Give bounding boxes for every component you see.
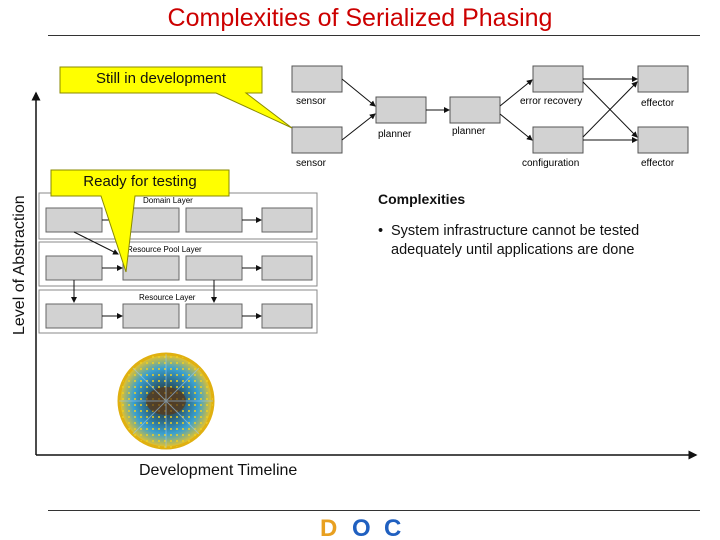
effector-box-2: [637, 126, 689, 154]
planner-label-2: planner: [452, 126, 486, 137]
sensor-label-1: sensor: [296, 96, 327, 107]
ready-for-testing-text: Ready for testing: [83, 173, 197, 190]
arrow: [73, 231, 119, 255]
bottom-rule: [48, 510, 700, 511]
layer-box: [122, 255, 180, 281]
arrow: [341, 113, 376, 141]
layer-box: [261, 207, 313, 233]
layer-box: [45, 303, 103, 329]
ready-for-testing-callout: [50, 169, 230, 273]
still-in-development-text: Still in development: [95, 70, 227, 87]
planner-label-1: planner: [378, 129, 412, 140]
domain-layer-label: Domain Layer: [143, 196, 193, 205]
effector-box-1: [637, 65, 689, 93]
slide-title: Complexities of Serialized Phasing: [167, 4, 553, 32]
error-recovery-label: error recovery: [520, 96, 582, 107]
doc-logo: D O C: [320, 515, 401, 540]
y-axis-label: Level of Abstraction: [11, 195, 28, 335]
layer-stack: Domain Layer Resource Pool Layer Resourc…: [38, 192, 318, 334]
planner-box-1: [375, 96, 427, 124]
arrow: [341, 78, 376, 107]
configuration-label: configuration: [522, 158, 579, 169]
still-in-development-callout: [59, 66, 293, 129]
layer-box: [185, 303, 243, 329]
globe-icon: [117, 352, 215, 450]
layer-box: [45, 207, 103, 233]
complexities-item: System infrastructure cannot be tested a…: [391, 223, 640, 258]
layer-box: [261, 255, 313, 281]
resource-pool-layer-label: Resource Pool Layer: [127, 245, 202, 254]
layer-box: [185, 207, 243, 233]
layer-box: [185, 255, 243, 281]
layer-box: [45, 255, 103, 281]
top-rule: [48, 35, 700, 36]
effector-label-2: effector: [641, 158, 675, 169]
layer-box: [122, 303, 180, 329]
planner-box-2: [449, 96, 501, 124]
complexities-bullet: • System infrastructure cannot be tested…: [378, 222, 708, 260]
x-axis-label: Development Timeline: [139, 462, 298, 479]
arrow: [499, 113, 533, 141]
bullet-marker: •: [378, 223, 384, 239]
svg-text:O: O: [352, 515, 371, 540]
component-pipeline: sensor sensor planner planner error reco…: [291, 65, 689, 169]
configuration-box: [532, 126, 584, 154]
error-recovery-box: [532, 65, 584, 93]
sensor-box-1: [291, 65, 343, 93]
complexities-heading: Complexities: [378, 191, 466, 207]
effector-label-1: effector: [641, 98, 675, 109]
resource-layer-label: Resource Layer: [139, 293, 196, 302]
arrow: [582, 81, 638, 138]
sensor-box-2: [291, 126, 343, 154]
layer-box: [261, 303, 313, 329]
sensor-label-2: sensor: [296, 158, 327, 169]
arrow: [499, 79, 533, 107]
svg-text:D: D: [320, 515, 337, 540]
svg-text:C: C: [384, 515, 401, 540]
